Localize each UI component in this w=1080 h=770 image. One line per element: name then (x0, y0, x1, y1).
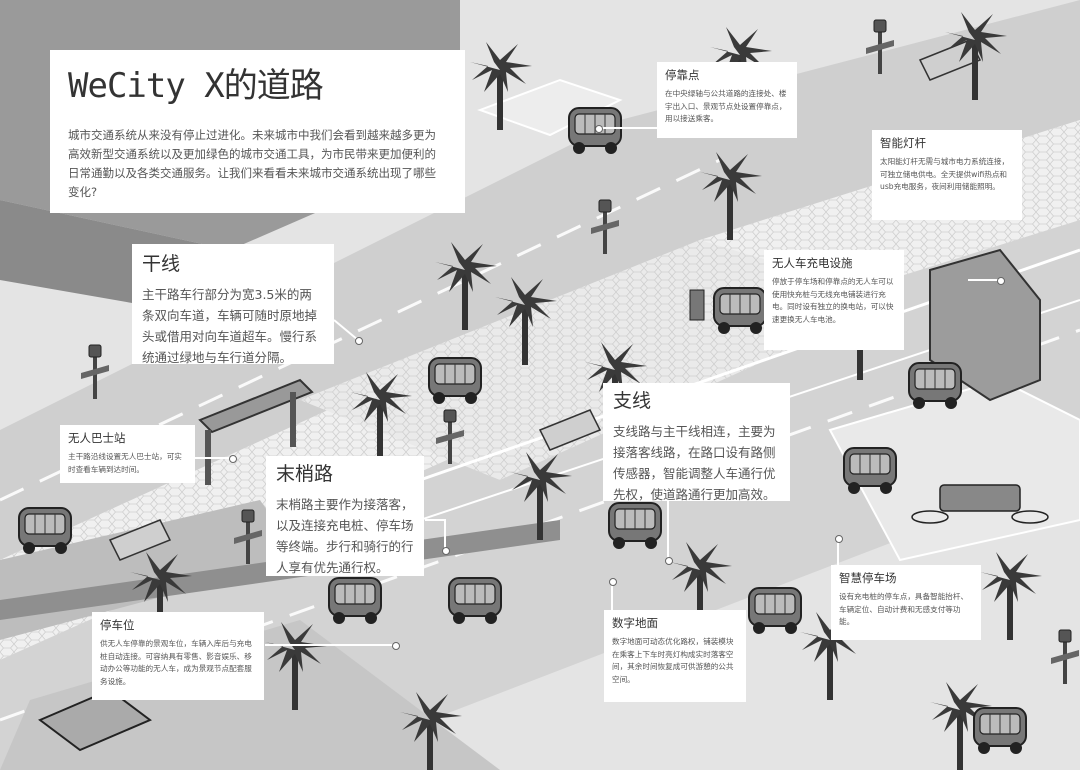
marker-dot (595, 125, 603, 133)
intro-card: WeCity X的道路 城市交通系统从来没有停止过进化。未来城市中我们会看到越来… (50, 50, 465, 213)
marker-dot (392, 642, 400, 650)
annotation-charging: 无人车充电设施 停放于停车场和停靠点的无人车可以使用快充桩与无线充电铺装进行充电… (764, 250, 904, 350)
annotation-smart-lamp: 智能灯杆 太阳能灯杆无需与城市电力系统连接，可独立储电供电。全天提供wifi热点… (872, 130, 1022, 220)
annotation-title: 智能灯杆 (880, 136, 926, 150)
annotation-bus-stop: 无人巴士站 主干路沿线设置无人巴士站，可实时查看车辆到达时间。 (60, 425, 195, 483)
annotation-body: 主干路沿线设置无人巴士站，可实时查看车辆到达时间。 (68, 452, 182, 474)
marker-dot (355, 337, 363, 345)
intro-text: 城市交通系统从来没有停止过进化。未来城市中我们会看到越来越多更为高效新型交通系统… (68, 128, 436, 199)
annotation-parking-space: 停车位 供无人车停靠的景观车位，车辆入库后与充电桩自动连接。可容纳具有零售、影音… (92, 612, 264, 700)
annotation-title: 支线 (613, 390, 652, 412)
annotation-smart-parking: 智慧停车场 设有充电桩的停车点，具备智能抬杆、车辆定位、自动计费和无感支付等功能… (831, 565, 981, 640)
annotation-digital-ground: 数字地面 数字地面可动态优化路权，铺装模块在乘客上下车时亮灯构成实时落客空间，其… (604, 610, 746, 702)
annotation-body: 末梢路主要作为接落客，以及连接充电桩、停车场等终端。步行和骑行的行人享有优先通行… (276, 497, 414, 575)
marker-dot (665, 557, 673, 565)
page-title: WeCity X的道路 (68, 66, 324, 106)
annotation-body: 设有充电桩的停车点，具备智能抬杆、车辆定位、自动计费和无感支付等功能。 (839, 592, 969, 626)
marker-dot (835, 535, 843, 543)
annotation-title: 数字地面 (612, 616, 658, 630)
annotation-body: 供无人车停靠的景观车位，车辆入库后与充电桩自动连接。可容纳具有零售、影音娱乐、移… (100, 639, 252, 686)
annotation-trunk: 干线 主干路车行部分为宽3.5米的两条双向车道，车辆可随时原地掉头或借用对向车道… (132, 244, 334, 365)
marker-dot (442, 547, 450, 555)
annotation-body: 在中央绿轴与公共道路的连接处、楼宇出入口、景观节点处设置停靠点，用以接送乘客。 (665, 89, 787, 123)
annotation-branch: 支线 支线路与主干线相连，主要为接落客线路，在路口设有路侧传感器，智能调整人车通… (603, 383, 790, 502)
annotation-tertiary: 末梢路 末梢路主要作为接落客，以及连接充电桩、停车场等终端。步行和骑行的行人享有… (266, 456, 424, 576)
marker-dot (609, 578, 617, 586)
annotation-title: 无人车充电设施 (772, 256, 853, 270)
marker-dot (997, 277, 1005, 285)
annotation-title: 无人巴士站 (68, 431, 126, 445)
annotation-stop-point: 停靠点 在中央绿轴与公共道路的连接处、楼宇出入口、景观节点处设置停靠点，用以接送… (657, 62, 797, 138)
annotation-title: 停靠点 (665, 68, 700, 82)
annotation-body: 数字地面可动态优化路权，铺装模块在乘客上下车时亮灯构成实时落客空间，其余时间恢复… (612, 637, 734, 684)
annotation-body: 支线路与主干线相连，主要为接落客线路，在路口设有路侧传感器，智能调整人车通行优先… (613, 424, 776, 502)
annotation-title: 末梢路 (276, 463, 334, 485)
annotation-body: 太阳能灯杆无需与城市电力系统连接，可独立储电供电。全天提供wifi热点和usb充… (880, 157, 1010, 191)
annotation-title: 智慧停车场 (839, 571, 897, 585)
annotation-body: 主干路车行部分为宽3.5米的两条双向车道，车辆可随时原地掉头或借用对向车道超车。… (142, 287, 318, 365)
annotation-title: 停车位 (100, 618, 135, 632)
annotation-body: 停放于停车场和停靠点的无人车可以使用快充桩与无线充电铺装进行充电。同时设有独立的… (772, 277, 894, 324)
annotation-title: 干线 (142, 253, 181, 275)
marker-dot (229, 455, 237, 463)
